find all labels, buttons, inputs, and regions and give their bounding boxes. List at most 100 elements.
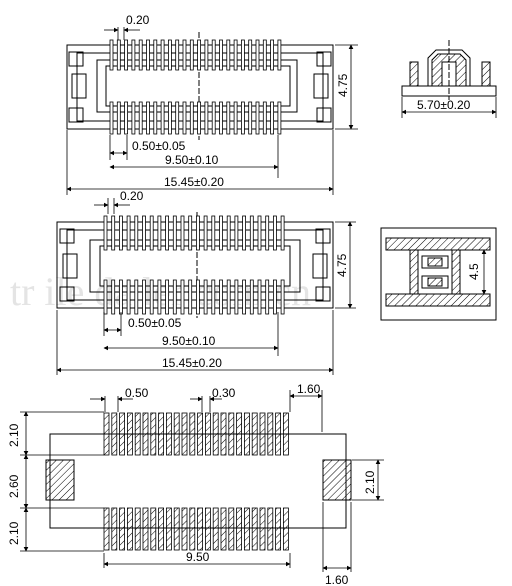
footprint-pad <box>142 412 149 456</box>
connector-pin <box>138 39 143 71</box>
connector-pin <box>226 101 231 135</box>
connector-pin <box>160 39 165 71</box>
footprint-pad <box>165 412 172 456</box>
mated-height-label: 4.5 <box>467 263 481 280</box>
connector-pin <box>219 215 223 251</box>
footprint-pad <box>173 412 180 456</box>
connector-pin <box>126 279 131 315</box>
connector-pin <box>211 215 216 251</box>
top-pitch-label: 0.20 <box>126 13 150 27</box>
connector-pin <box>182 101 187 135</box>
footprint-pad <box>204 412 211 456</box>
connector-pin <box>188 215 193 251</box>
mid-inner-length-label: 9.50±0.10 <box>162 334 216 348</box>
connector-pin <box>234 215 239 251</box>
connector-pin <box>165 279 170 315</box>
connector-pin <box>219 279 223 315</box>
connector-pin <box>103 279 108 315</box>
connector-pin <box>124 101 128 135</box>
mid-overall-length-label: 15.45±0.20 <box>162 356 222 370</box>
connector-pin <box>124 39 128 71</box>
connector-pin <box>188 279 193 315</box>
footprint-pad <box>251 507 258 551</box>
footprint-pad <box>259 412 266 456</box>
footprint-row-gap-label: 2.60 <box>7 474 21 498</box>
connector-pin <box>195 279 200 315</box>
connector-pin <box>157 215 162 251</box>
top-view-pin-row-upper <box>109 39 282 71</box>
top-view-pin-row-lower <box>109 101 282 135</box>
connector-pin <box>126 215 131 251</box>
footprint-pad <box>212 507 219 551</box>
connector-pin <box>180 215 185 251</box>
footprint-pad <box>189 412 196 456</box>
connector-pin <box>255 101 260 135</box>
connector-pin <box>257 279 262 315</box>
footprint-pad <box>282 412 289 456</box>
top-overall-length-label: 15.45±0.20 <box>164 175 224 189</box>
footprint-pad <box>220 507 227 551</box>
top-height-label: 4.75 <box>336 73 350 97</box>
side-width-label: 5.70±0.20 <box>417 98 471 112</box>
footprint-pad <box>165 507 172 551</box>
connector-pin <box>134 215 139 251</box>
mid-pin-pitch-label: 0.50±0.05 <box>128 316 182 330</box>
mid-view-pin-row-lower <box>103 279 285 315</box>
connector-pin <box>270 101 275 135</box>
footprint-pad <box>243 507 250 551</box>
connector-pin <box>160 101 165 135</box>
footprint-pad <box>212 412 219 456</box>
connector-pin <box>172 279 177 315</box>
footprint-pad <box>236 507 243 551</box>
footprint-pad-pitch-label: 0.50 <box>125 386 149 400</box>
connector-pin <box>131 101 136 135</box>
footprint-view <box>45 412 352 551</box>
connector-pin <box>111 279 116 315</box>
footprint-tab-width-top-label: 1.60 <box>297 382 321 396</box>
connector-pin <box>248 39 253 71</box>
connector-pin <box>262 39 267 71</box>
top-pin-pitch-label: 0.50±0.05 <box>132 139 186 153</box>
connector-pin <box>142 215 146 251</box>
connector-pin <box>233 39 238 71</box>
connector-pin <box>226 279 231 315</box>
connector-pin <box>240 101 245 135</box>
footprint-pad <box>158 507 165 551</box>
footprint-pad <box>142 507 149 551</box>
footprint-pad <box>267 412 274 456</box>
connector-pin <box>219 101 223 135</box>
connector-pin <box>103 215 108 251</box>
connector-pin <box>265 215 270 251</box>
mid-view-pin-row-upper <box>103 215 285 251</box>
connector-pin <box>211 279 216 315</box>
connector-pin <box>265 279 270 315</box>
connector-pin <box>149 279 154 315</box>
top-view <box>66 32 334 140</box>
connector-pin <box>116 39 121 71</box>
footprint-pad <box>197 507 204 551</box>
connector-pin <box>175 101 180 135</box>
connector-pin <box>146 101 150 135</box>
footprint-pad <box>134 507 141 551</box>
footprint-pad <box>220 412 227 456</box>
footprint-pad <box>111 507 118 551</box>
connector-pin <box>233 101 238 135</box>
footprint-pad <box>103 412 110 456</box>
connector-pin <box>167 39 172 71</box>
connector-pin <box>157 279 162 315</box>
connector-pin <box>203 215 208 251</box>
footprint-row-height-top-label: 2.10 <box>7 423 21 447</box>
mid-pitch-label: 0.20 <box>120 189 144 203</box>
connector-pin <box>197 39 202 71</box>
footprint-pad-width-label: 0.30 <box>212 386 236 400</box>
connector-pin <box>280 279 285 315</box>
connector-pin <box>234 279 239 315</box>
connector-pin <box>175 39 180 71</box>
footprint-pad <box>158 412 165 456</box>
connector-pin <box>142 279 146 315</box>
footprint-pad <box>150 412 157 456</box>
connector-pin <box>131 39 136 71</box>
footprint-pad <box>275 507 282 551</box>
footprint-pad <box>127 412 133 456</box>
